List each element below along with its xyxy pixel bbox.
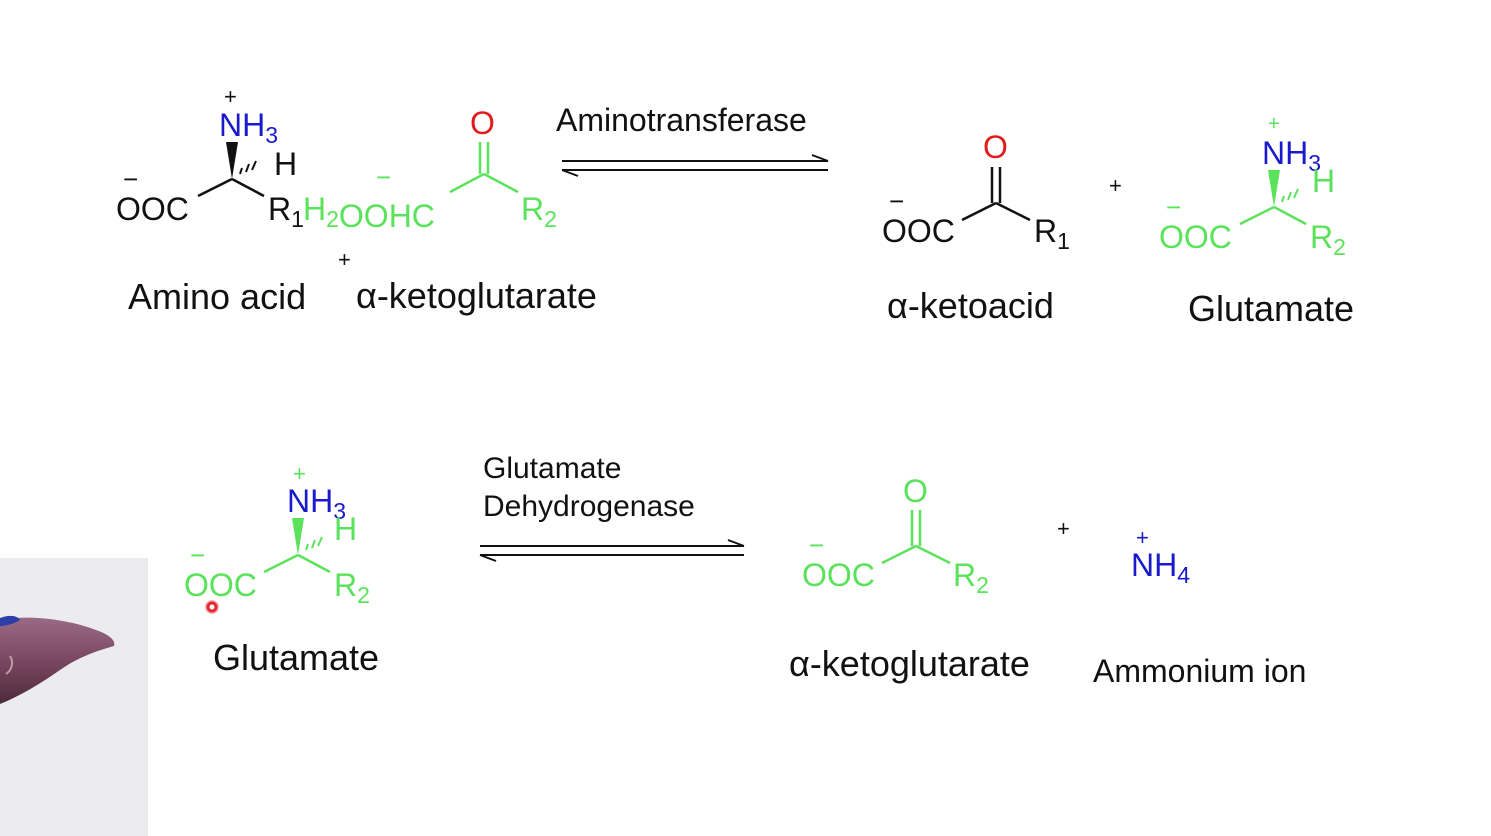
r-group: R2 — [521, 191, 557, 232]
aminotransferase-label: Aminotransferase — [556, 102, 807, 138]
alpha-ketoglutarate-label: α-ketoglutarate — [356, 275, 597, 316]
r-group: R1 — [1034, 213, 1070, 254]
amine-charge: + — [1268, 113, 1280, 135]
r-group: R2 — [334, 567, 370, 608]
enzyme-label-line2: Dehydrogenase — [483, 490, 695, 523]
alpha-ketoglutarate-structure: O − H2OOHC R2 — [303, 105, 557, 234]
hydrogen: H — [1312, 163, 1335, 199]
r-group: R2 — [953, 557, 989, 598]
amine-group: NH3 — [219, 107, 278, 148]
alpha-ketoglutarate-structure: O − OOC R2 — [802, 473, 989, 598]
carbonyl-oxygen: O — [983, 129, 1008, 165]
carboxylate-charge: − — [1166, 192, 1181, 222]
ammonium-ion: NH4 — [1131, 547, 1190, 588]
carboxylate-group: OOC — [1159, 219, 1232, 255]
amine-group: NH3 — [287, 483, 346, 524]
carboxylate-group: OOC — [184, 567, 257, 603]
equilibrium-arrow — [479, 539, 745, 562]
plus-sign: + — [1109, 173, 1122, 198]
carboxylate-group: OOC — [116, 191, 189, 227]
ammonium-charge: + — [1136, 525, 1149, 550]
alpha-ketoacid-structure: O − OOC R1 — [882, 129, 1070, 254]
amino-acid-structure: + NH3 H − OOC R1 — [116, 84, 304, 232]
glutamate-label: Glutamate — [1188, 288, 1355, 329]
glutamate-structure: + NH3 H − OOC R2 — [184, 461, 370, 608]
ammonium-ion-label: Ammonium ion — [1093, 653, 1307, 689]
carbonyl-oxygen: O — [470, 105, 495, 141]
carboxylate-group: OOC — [802, 557, 875, 593]
amine-group: NH3 — [1262, 135, 1321, 176]
r-group: R2 — [1310, 219, 1346, 260]
formula-fragment: H2OOHC — [303, 191, 435, 234]
carbonyl-oxygen: O — [903, 473, 928, 509]
carboxylate-charge: − — [809, 530, 824, 560]
glutamate-structure: + NH3 H − OOC R2 — [1159, 113, 1346, 260]
pointer-dot-icon — [205, 600, 219, 614]
video-thumbnail — [0, 558, 148, 836]
plus-sign: + — [1057, 516, 1070, 541]
amine-charge: + — [293, 461, 306, 486]
carboxylate-charge: − — [123, 164, 138, 194]
hydrogen: H — [274, 146, 297, 182]
hydrogen: H — [334, 511, 357, 547]
carboxylate-charge: − — [889, 186, 904, 216]
amino-acid-label: Amino acid — [128, 276, 307, 317]
carboxylate-charge: − — [376, 162, 391, 192]
glutamate-label: Glutamate — [213, 637, 380, 678]
amine-charge: + — [224, 84, 237, 109]
enzyme-label-line1: Glutamate — [483, 452, 622, 485]
alpha-ketoglutarate-label: α-ketoglutarate — [789, 643, 1030, 684]
liver-icon — [0, 615, 115, 704]
equilibrium-arrow — [561, 154, 829, 177]
carboxylate-charge: − — [190, 540, 205, 570]
ammonium-structure: + NH4 — [1131, 525, 1190, 588]
plus-sign: + — [338, 247, 351, 272]
carboxylate-group: OOC — [882, 213, 955, 249]
alpha-ketoacid-label: α-ketoacid — [887, 285, 1054, 326]
r-group: R1 — [268, 191, 304, 232]
